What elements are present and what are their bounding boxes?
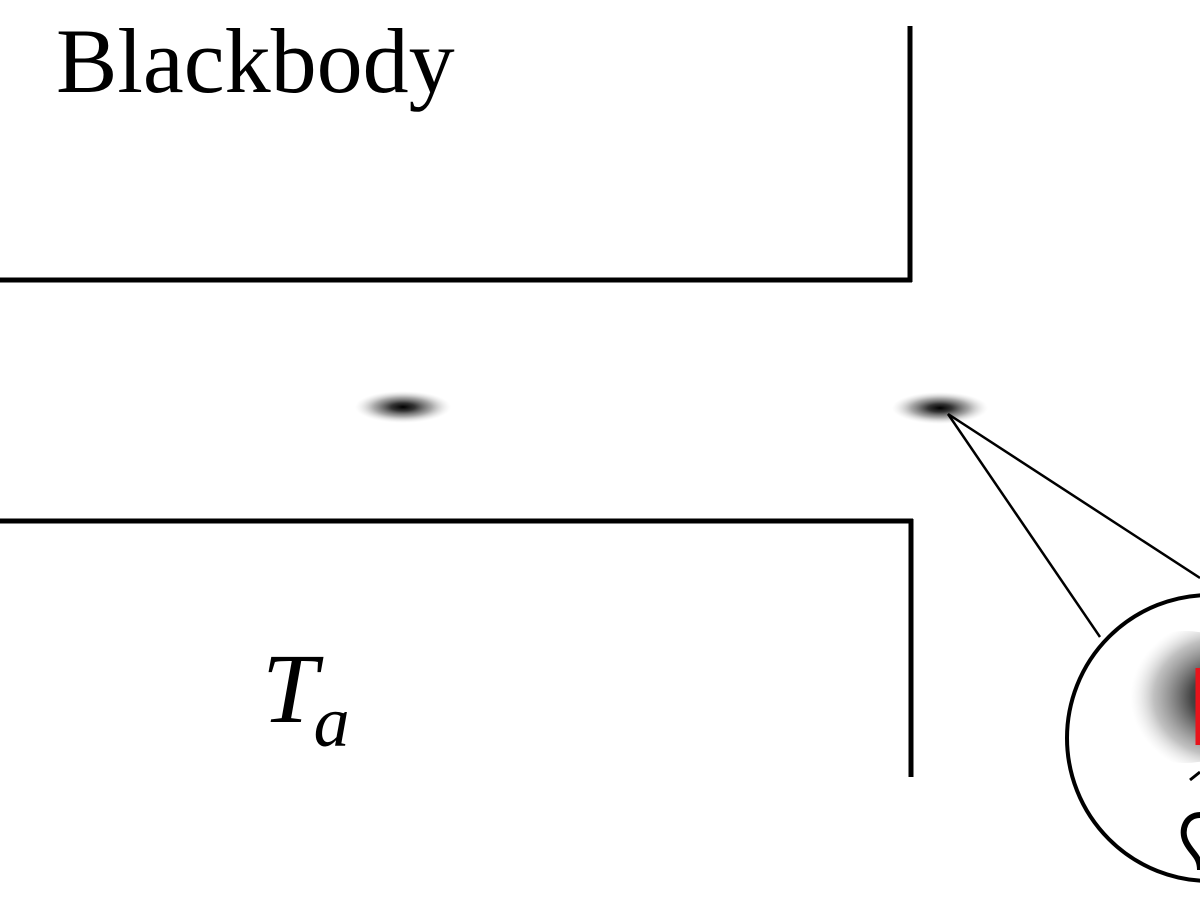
cavity-bottom-wall — [0, 518, 914, 777]
blurred-spot-left — [355, 391, 451, 423]
magnifier-callout-lines — [946, 412, 1200, 638]
temperature-subscript: a — [314, 682, 350, 762]
temperature-symbol: T — [262, 633, 324, 744]
magnifier-circle — [1065, 593, 1200, 883]
cavity-top-wall — [0, 26, 913, 283]
blackbody-title: Blackbody — [56, 10, 455, 112]
magnified-tick-fragment — [1189, 770, 1200, 782]
magnified-glyph-fragment — [1180, 812, 1200, 871]
magnified-spot — [1107, 631, 1200, 763]
blurred-spot-right — [892, 392, 988, 424]
temperature-label: Ta — [262, 633, 350, 762]
